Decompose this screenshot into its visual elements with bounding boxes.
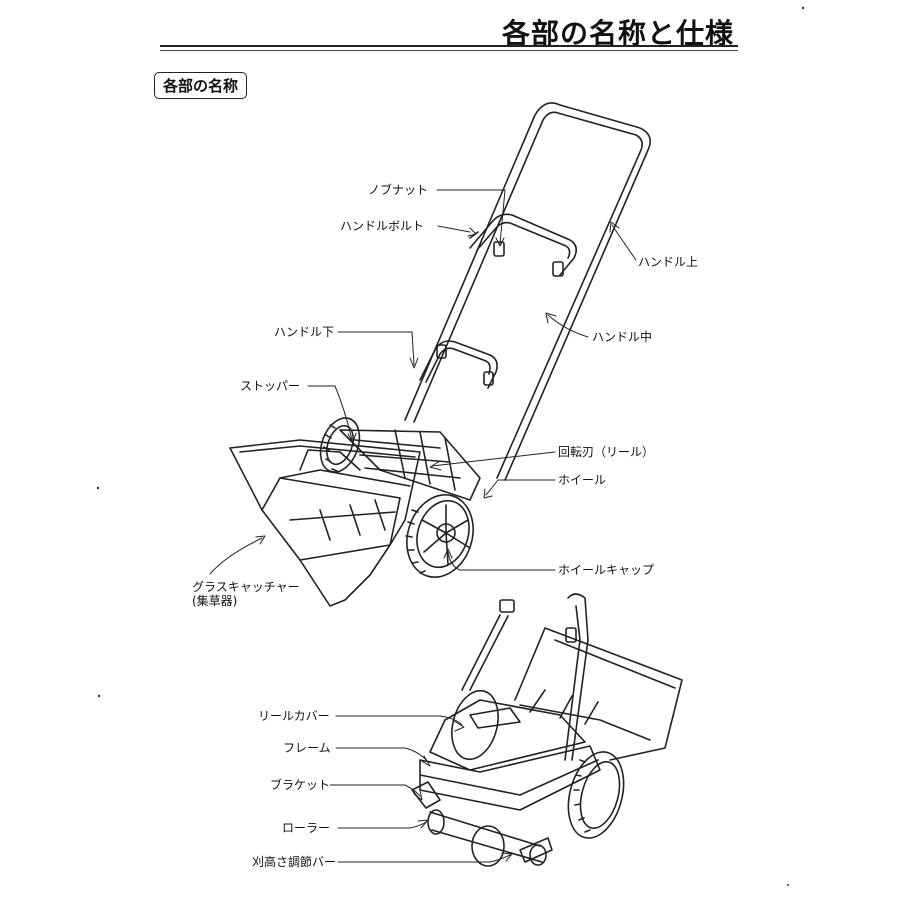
wheel-right	[406, 494, 474, 578]
mower-top-view	[229, 102, 651, 607]
section-label: 各部の名称	[154, 72, 248, 99]
label-handle-upper: ハンドル上	[638, 255, 699, 269]
handle-middle-tube	[469, 213, 578, 276]
grass-catcher-shape	[229, 439, 421, 607]
leader-lines-top	[209, 189, 637, 575]
label-knob-nut: ノブナット	[368, 183, 429, 197]
bottom-handle-left	[461, 614, 509, 691]
bottom-handle-right	[564, 593, 589, 761]
title-rule	[160, 45, 738, 47]
handle-upper-tube	[404, 102, 651, 481]
label-stopper: ストッパー	[240, 379, 301, 393]
label-handle-middle: ハンドル中	[592, 330, 653, 344]
label-wheel: ホイール	[558, 473, 607, 487]
wheel-left	[319, 417, 361, 473]
label-handle-bolt: ハンドルボルト	[340, 219, 425, 233]
label-height-bar: 刈高さ調節バー	[252, 855, 337, 869]
handle-upper-tube-inner	[413, 111, 643, 479]
height-bar-shape	[519, 837, 553, 863]
roller-shape	[429, 811, 543, 863]
reel-cover-shape	[429, 699, 586, 771]
label-reel-cover: リールカバー	[258, 709, 330, 723]
label-bracket: ブラケット	[270, 778, 331, 792]
reel-frame	[339, 429, 481, 501]
knob-nut-shape	[493, 241, 505, 257]
mower-bottom-view	[411, 593, 683, 867]
leader-lines-bottom	[329, 715, 513, 863]
bottom-wheel-right	[567, 751, 625, 839]
label-frame: フレーム	[283, 741, 331, 755]
label-grass-catcher: グラスキャッチャー (集草器)	[192, 580, 300, 608]
label-wheel-cap: ホイールキャップ	[558, 563, 655, 577]
label-reel-blade: 回転刃（リール）	[558, 445, 655, 459]
title-rule-thin	[160, 50, 738, 51]
bracket-shape	[411, 781, 441, 809]
label-grass-catcher-sub: (集草器)	[192, 594, 238, 608]
bottom-catcher	[514, 627, 683, 761]
page-title: 各部の名称と仕様	[501, 17, 734, 50]
label-handle-lower: ハンドル下	[274, 325, 335, 339]
label-roller: ローラー	[282, 821, 331, 835]
label-grass-catcher-main: グラスキャッチャー	[192, 580, 300, 594]
